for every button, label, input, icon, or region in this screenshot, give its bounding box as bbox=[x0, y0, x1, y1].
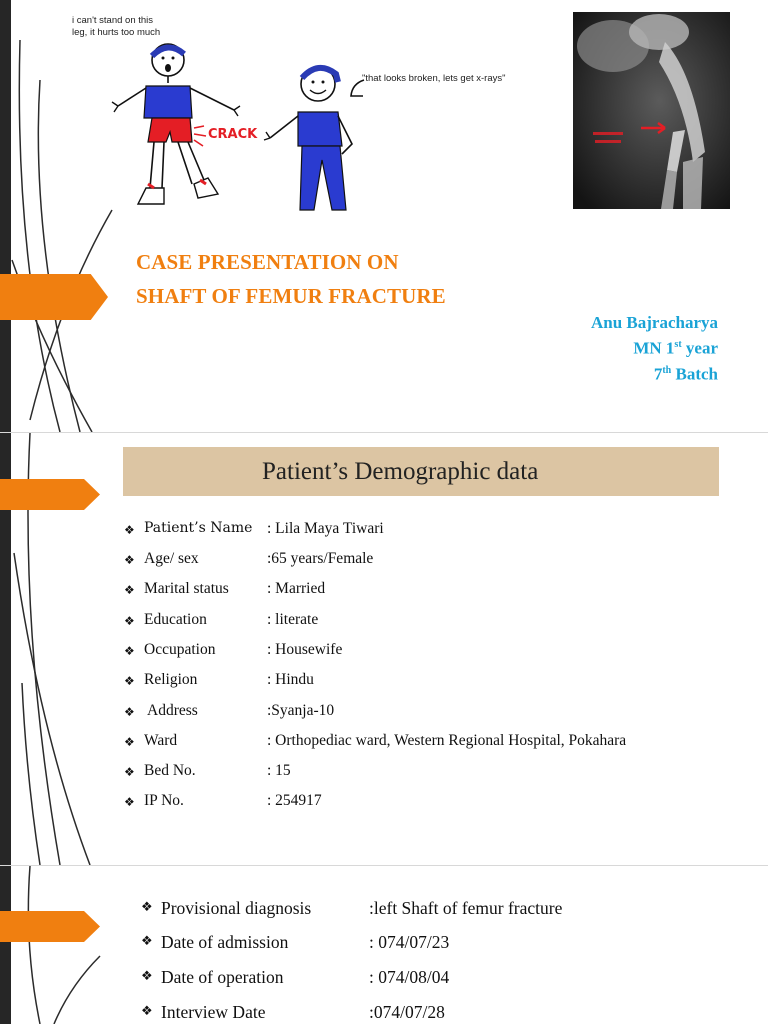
field-label: Bed No. bbox=[144, 762, 196, 779]
field-label: Age/ sex bbox=[144, 550, 199, 567]
diamond-bullet-icon: ❖ bbox=[141, 934, 153, 949]
title-line-2: SHAFT OF FEMUR FRACTURE bbox=[136, 284, 446, 308]
author-batch: 7th Batch bbox=[591, 360, 718, 386]
field-value: : Married bbox=[267, 580, 326, 597]
diagnosis-slide: ❖ Provisional diagnosis :left Shaft of fem… bbox=[0, 866, 768, 1024]
field-value: :65 years/Female bbox=[267, 550, 374, 567]
slide-dark-edge bbox=[0, 0, 11, 432]
field-label: Religion bbox=[144, 671, 198, 688]
field-value: :left Shaft of femur fracture bbox=[369, 898, 563, 918]
slide-separator bbox=[0, 865, 768, 866]
orange-arrow-marker bbox=[0, 911, 100, 942]
slide-separator bbox=[0, 432, 768, 433]
author-course-suffix: year bbox=[681, 338, 718, 358]
section-banner: Patient’s Demographic data bbox=[123, 447, 719, 496]
femur-xray-image bbox=[573, 12, 730, 209]
author-batch-sup: th bbox=[662, 364, 672, 376]
author-batch-suffix: Batch bbox=[671, 364, 719, 384]
diamond-bullet-icon: ❖ bbox=[124, 674, 135, 688]
field-label: Date of admission bbox=[161, 932, 289, 952]
field-value: : 074/08/04 bbox=[369, 967, 450, 987]
cartoon-doctor-icon bbox=[263, 65, 353, 211]
field-value: : Housewife bbox=[267, 641, 343, 658]
field-value: : 254917 bbox=[267, 792, 322, 809]
diamond-bullet-icon: ❖ bbox=[124, 644, 135, 658]
diamond-bullet-icon: ❖ bbox=[124, 583, 135, 597]
diamond-bullet-icon: ❖ bbox=[141, 969, 153, 984]
decorative-lines bbox=[11, 39, 113, 432]
author-block: Anu Bajracharya MN 1st year 7th Batch bbox=[591, 312, 718, 385]
field-label: Ward bbox=[144, 732, 178, 749]
field-value: : Orthopediac ward, Western Regional Hos… bbox=[267, 732, 627, 749]
author-course-sup: st bbox=[674, 339, 682, 350]
speech-left-line2: leg, it hurts too much bbox=[72, 27, 161, 38]
field-label: Date of operation bbox=[161, 967, 284, 987]
field-label: Interview Date bbox=[161, 1002, 266, 1022]
field-label: Occupation bbox=[144, 641, 216, 658]
diamond-bullet-icon: ❖ bbox=[141, 900, 153, 915]
diamond-bullet-icon: ❖ bbox=[124, 523, 135, 537]
field-label: Address bbox=[144, 702, 198, 719]
cartoon-injured-person-icon: CRACK bbox=[111, 43, 258, 205]
diamond-bullet-icon: ❖ bbox=[124, 735, 135, 749]
orange-arrow-marker bbox=[0, 274, 108, 320]
field-label: Education bbox=[144, 611, 207, 628]
demographic-slide: Patient’s Demographic data ❖ Patient’s Na… bbox=[0, 433, 768, 865]
author-course: MN 1st year bbox=[591, 334, 718, 360]
diamond-bullet-icon: ❖ bbox=[124, 614, 135, 628]
diamond-bullet-icon: ❖ bbox=[124, 553, 135, 567]
section-heading: Patient’s Demographic data bbox=[262, 457, 539, 485]
title-slide: i can't stand on this leg, it hurts too … bbox=[0, 0, 768, 432]
field-value: : 15 bbox=[267, 762, 291, 779]
speech-text-right: "that looks broken, lets get x-rays" bbox=[362, 73, 506, 84]
field-label: Provisional diagnosis bbox=[161, 898, 312, 918]
speech-pointer-icon bbox=[350, 79, 365, 97]
field-value: :074/07/28 bbox=[369, 1002, 445, 1022]
field-value: :Syanja-10 bbox=[267, 702, 335, 719]
slide-dark-edge bbox=[0, 433, 11, 865]
field-value: : 074/07/23 bbox=[369, 932, 450, 952]
slide-dark-edge bbox=[0, 866, 11, 1024]
author-course-text: MN 1 bbox=[633, 338, 675, 358]
field-value: : literate bbox=[267, 611, 319, 628]
field-value: : Hindu bbox=[267, 671, 314, 688]
author-batch-text: 7 bbox=[653, 364, 663, 384]
diamond-bullet-icon: ❖ bbox=[124, 795, 135, 809]
diamond-bullet-icon: ❖ bbox=[124, 765, 135, 779]
field-value: : Lila Maya Tiwari bbox=[267, 520, 384, 537]
speech-text-left: i can't stand on this leg, it hurts too … bbox=[72, 15, 160, 39]
field-label: Patient’s Name bbox=[144, 520, 253, 536]
author-name: Anu Bajracharya bbox=[590, 313, 718, 332]
crack-label: CRACK bbox=[208, 127, 258, 142]
decorative-lines bbox=[27, 866, 101, 1024]
diamond-bullet-icon: ❖ bbox=[141, 1004, 153, 1019]
field-label: IP No. bbox=[144, 792, 184, 809]
speech-left-line1: i can't stand on this bbox=[72, 15, 154, 26]
title-line-1: CASE PRESENTATION ON bbox=[136, 250, 399, 274]
field-label: Marital status bbox=[144, 580, 229, 597]
diamond-bullet-icon: ❖ bbox=[124, 705, 135, 719]
orange-arrow-marker bbox=[0, 479, 100, 510]
